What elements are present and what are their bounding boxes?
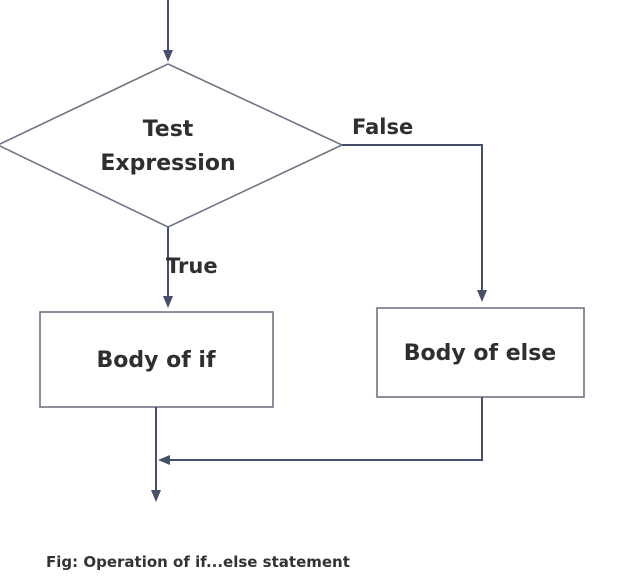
entry-arrow-head (163, 50, 173, 62)
body-of-if-label: Body of if (96, 348, 216, 373)
body-of-else-box (376, 307, 585, 398)
decision-diamond (0, 63, 344, 228)
merge-arrow-head (158, 455, 170, 465)
true-label: True (166, 254, 218, 278)
body-of-else-label: Body of else (404, 341, 556, 366)
else-exit-line (170, 397, 483, 461)
false-branch-arrow-head (477, 290, 487, 302)
figure-caption: Fig: Operation of if...else statement (46, 553, 350, 571)
true-branch-arrow-head (163, 296, 173, 308)
exit-arrow-head (151, 490, 161, 502)
decision-label-line2: Expression (100, 151, 235, 176)
false-label: False (352, 115, 413, 139)
false-branch-line (342, 144, 483, 290)
body-of-if-box (39, 311, 274, 408)
decision-label-line1: Test (143, 117, 194, 142)
